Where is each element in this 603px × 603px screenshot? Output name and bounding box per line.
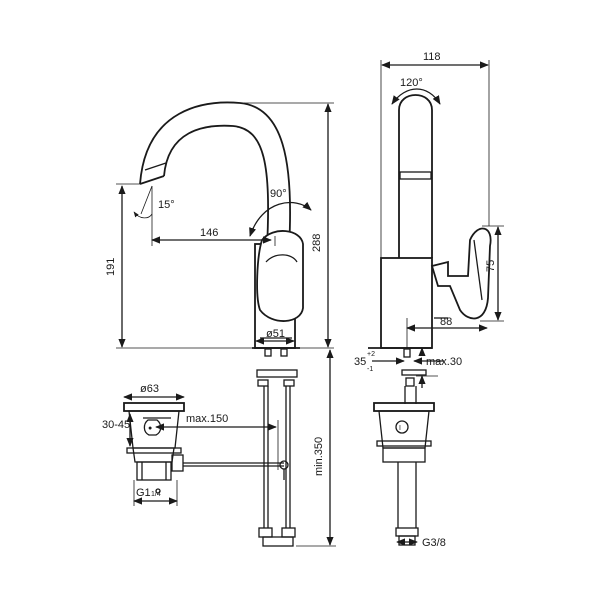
- dim-15-label: 15°: [158, 199, 175, 211]
- dim-g38-label: G3/8: [422, 537, 446, 549]
- dim-g1-label: G1: [136, 487, 151, 499]
- dim-288-label: 288: [311, 234, 323, 252]
- dim-min350-label: min.350: [313, 437, 325, 476]
- dim-35-label: 35: [354, 356, 366, 368]
- dim-max150-label: max.150: [186, 413, 228, 425]
- dim-g1-fraction: 1/4: [151, 491, 161, 498]
- dim-118-label: 118: [423, 51, 441, 63]
- dim-63-label: ø63: [140, 383, 159, 395]
- dim-51-label: ø51: [266, 328, 285, 340]
- dim-75-label: 75: [485, 260, 497, 272]
- svg-text:I: I: [399, 425, 401, 432]
- dim-90-label: 90°: [270, 188, 287, 200]
- dim-146-label: 146: [200, 227, 218, 239]
- pop-up-waste: ●: [123, 402, 289, 494]
- dim-120-label: 120°: [400, 77, 423, 89]
- dim-max30-label: max.30: [426, 356, 462, 368]
- dim-30-45-label: 30-45: [102, 419, 130, 431]
- dim-35-tol-dn: -1: [367, 366, 373, 373]
- dim-88-label: 88: [440, 316, 452, 328]
- dim-191-label: 191: [105, 258, 117, 276]
- dim-35-tol-up: +2: [367, 351, 375, 358]
- svg-text:●: ●: [148, 425, 152, 432]
- side-view: I 118 120° 75 88 35 +2 -1 max.30: [354, 51, 504, 549]
- front-view: 90° 15° 146 191 288 ø51 min.350 max.150: [102, 101, 336, 547]
